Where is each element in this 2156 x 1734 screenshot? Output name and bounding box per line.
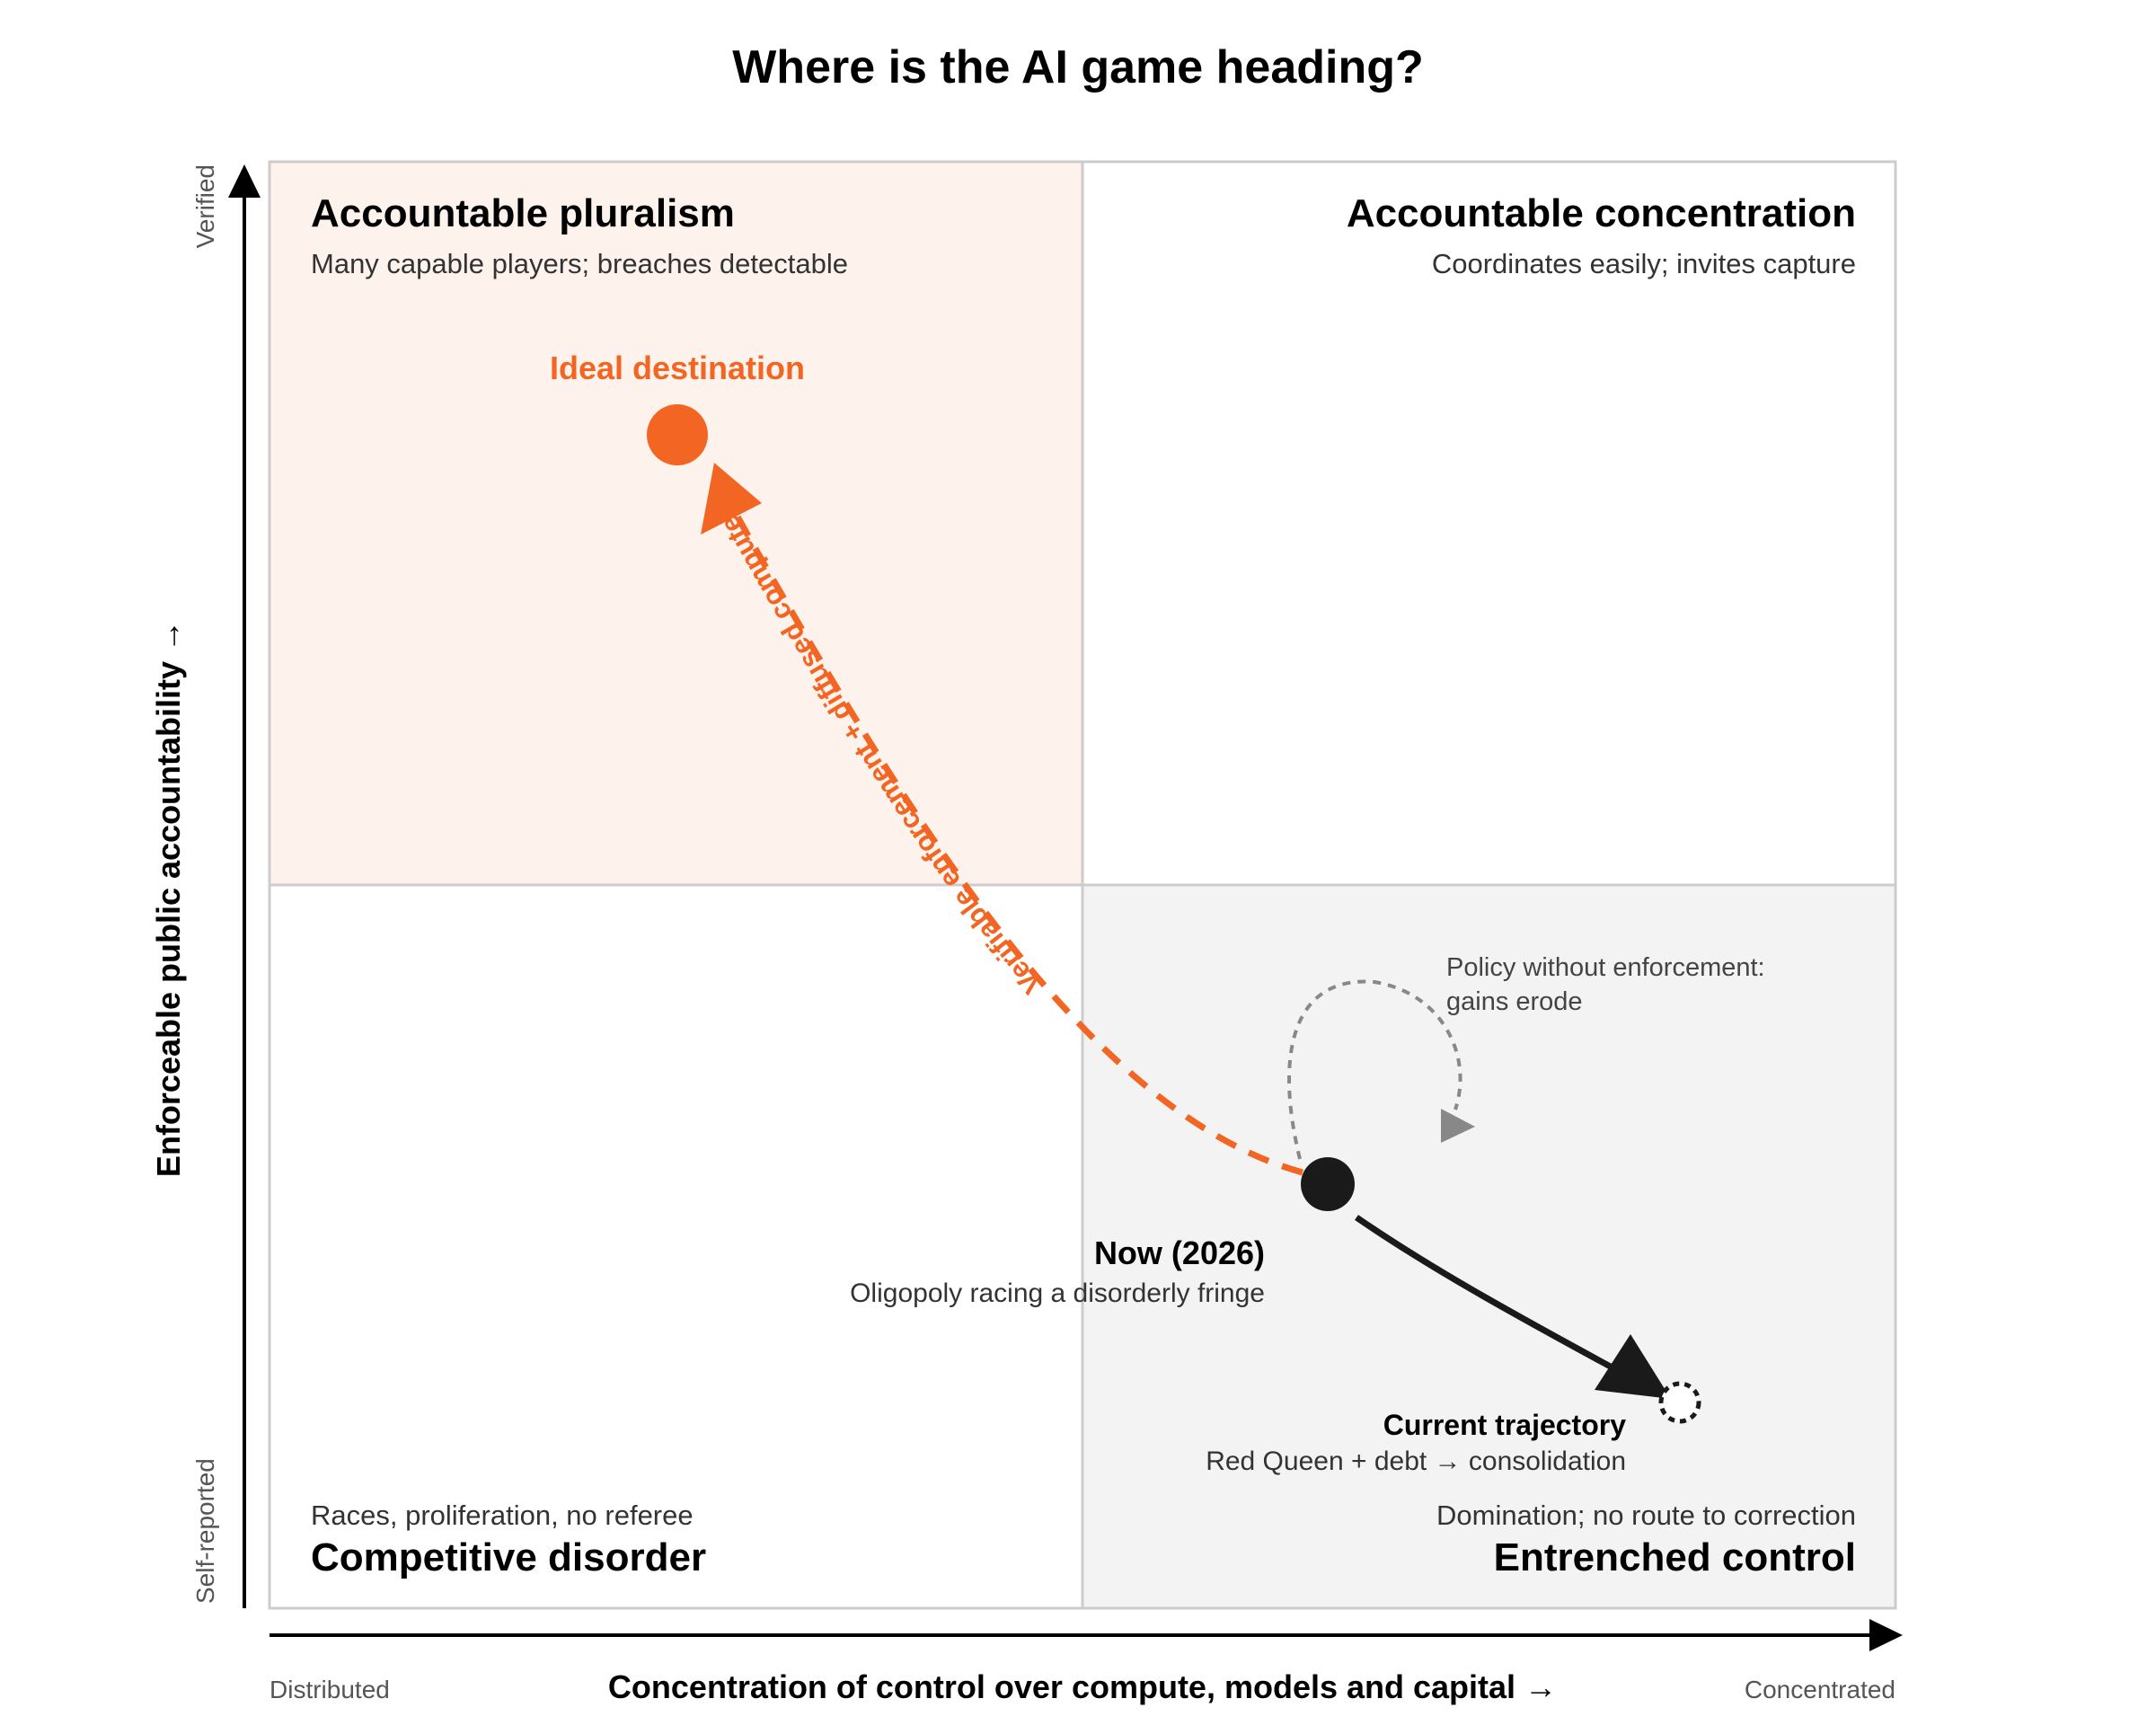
quadrant-disorder-subtitle: Races, proliferation, no referee [311,1500,694,1531]
quadrant-pluralism-bg [270,162,1082,885]
quadrant-concentration-subtitle: Coordinates easily; invites capture [1432,248,1856,279]
now-point [1301,1157,1355,1211]
x-axis-high-label: Concentrated [1745,1676,1895,1703]
quadrant-disorder-title: Competitive disorder [311,1535,706,1579]
trajectory-sublabel: Red Queen + debt → consolidation [1206,1446,1626,1476]
y-axis-low-label: Self-reported [191,1458,219,1604]
trajectory-label: Current trajectory [1383,1409,1627,1441]
erosion-loop-arrow [1287,979,1462,1160]
quadrant-entrenched-subtitle: Domination; no route to correction [1436,1500,1856,1531]
y-axis-high-label: Verified [191,164,219,248]
quadrant-entrenched-title: Entrenched control [1494,1535,1856,1579]
quadrant-disorder-bg [270,885,1082,1608]
now-sublabel: Oligopoly racing a disorderly fringe [850,1278,1265,1308]
x-axis-title: Concentration of control over compute, m… [608,1668,1557,1705]
x-axis-arrowhead [1869,1619,1903,1651]
x-axis-low-label: Distributed [270,1676,390,1703]
reform-path-arrowhead [701,463,762,535]
erosion-loop-arrowhead [1441,1109,1475,1143]
quadrant-pluralism-title: Accountable pluralism [311,191,735,235]
reform-path-arrow [724,497,1303,1176]
current-trajectory-arrow [1355,1215,1619,1374]
y-axis-title: Enforceable public accountability → [150,620,187,1177]
ideal-destination-label: Ideal destination [550,349,805,386]
ideal-destination-point [647,404,708,465]
now-label: Now (2026) [1094,1234,1265,1271]
current-trajectory-arrowhead [1595,1334,1671,1399]
erosion-loop-label: Policy without enforcement: gains erode [1446,953,1772,1016]
quadrant-concentration-title: Accountable concentration [1347,191,1856,235]
diagram-title: Where is the AI game heading? [732,41,1424,93]
trajectory-endpoint [1658,1381,1701,1424]
y-axis-arrowhead [228,164,261,198]
quadrant-pluralism-subtitle: Many capable players; breaches detectabl… [311,248,848,279]
quadrant-concentration-bg [1082,162,1895,885]
quadrant-entrenched-bg [1082,885,1895,1608]
